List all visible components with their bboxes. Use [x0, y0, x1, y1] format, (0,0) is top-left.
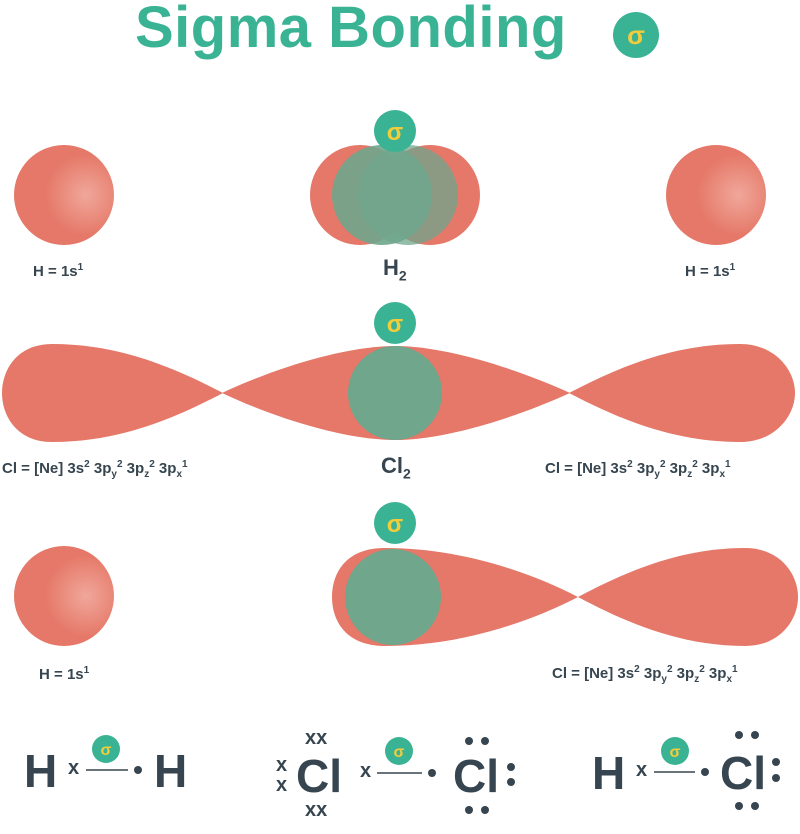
- hcl-lewis-cl: Cl: [720, 747, 766, 799]
- cl2-lewis-cl-right: Cl: [453, 750, 499, 802]
- cl2-x-pair-bottom: xx: [305, 799, 328, 821]
- h2-lewis-h-right: H: [154, 745, 188, 797]
- h2-orbital-overlap: [310, 145, 480, 245]
- cl2-lewis-sigma-badge: σ: [385, 737, 413, 765]
- cl2-x-pair-top: xx: [305, 727, 328, 749]
- cl2-x-electron: x: [360, 760, 372, 782]
- h-config-right: H = 1s1: [685, 262, 736, 280]
- hcl-lewis-h: H: [592, 747, 626, 799]
- cl-config-row3: Cl = [Ne] 3s2 3py2 3pz2 3px1: [552, 664, 738, 685]
- cl2-label: Cl2: [381, 453, 411, 482]
- cl-p-lobe-right: [569, 344, 795, 442]
- cl2-x-left-top: x: [276, 754, 288, 776]
- h-s-orbital-left: [14, 145, 114, 245]
- h2-sigma-badge: σ: [374, 110, 416, 152]
- cl-p-lobe-row3-right: [578, 548, 798, 646]
- page-title: Sigma Bonding: [135, 0, 567, 60]
- cl2-lewis-cl-left: Cl: [296, 750, 342, 802]
- h2-lewis-sigma-badge: σ: [92, 735, 120, 763]
- h-config-left: H = 1s1: [33, 262, 84, 280]
- hcl-lone-pair-dots: [735, 731, 780, 810]
- h2-lewis-x-electron: x: [68, 757, 80, 779]
- hcl-sigma-badge: σ: [374, 502, 416, 544]
- hcl-bond-dot: [701, 768, 709, 776]
- h-s-orbital-right: [666, 145, 766, 245]
- cl2-bond-dot: [428, 769, 436, 777]
- svg-text:σ: σ: [387, 511, 403, 538]
- svg-text:σ: σ: [387, 311, 403, 338]
- h-s-orbital-row3: [14, 546, 114, 646]
- hcl-lewis-sigma-badge: σ: [661, 737, 689, 765]
- svg-text:σ: σ: [627, 20, 645, 50]
- svg-text:σ: σ: [101, 742, 112, 759]
- svg-text:σ: σ: [670, 744, 681, 761]
- hcl-lewis-x-electron: x: [636, 759, 648, 781]
- cl2-x-left-bottom: x: [276, 774, 288, 796]
- h-config-row3: H = 1s1: [39, 665, 90, 683]
- svg-text:σ: σ: [394, 744, 405, 761]
- h2-label: H2: [383, 255, 407, 284]
- cl-config-left: Cl = [Ne] 3s2 3py2 3pz2 3px1: [2, 459, 188, 480]
- cl2-overlap: [348, 346, 442, 440]
- hcl-overlap: [345, 549, 441, 645]
- cl2-sigma-badge: σ: [374, 302, 416, 344]
- title-sigma-badge: σ: [613, 12, 659, 58]
- svg-text:σ: σ: [387, 119, 403, 146]
- h2-lewis-h-left: H: [24, 745, 58, 797]
- h2-bond-dot: [134, 766, 142, 774]
- cl2-lone-pair-dots: [465, 737, 515, 814]
- cl-p-lobe-left: [2, 344, 223, 442]
- cl-config-right: Cl = [Ne] 3s2 3py2 3pz2 3px1: [545, 459, 731, 480]
